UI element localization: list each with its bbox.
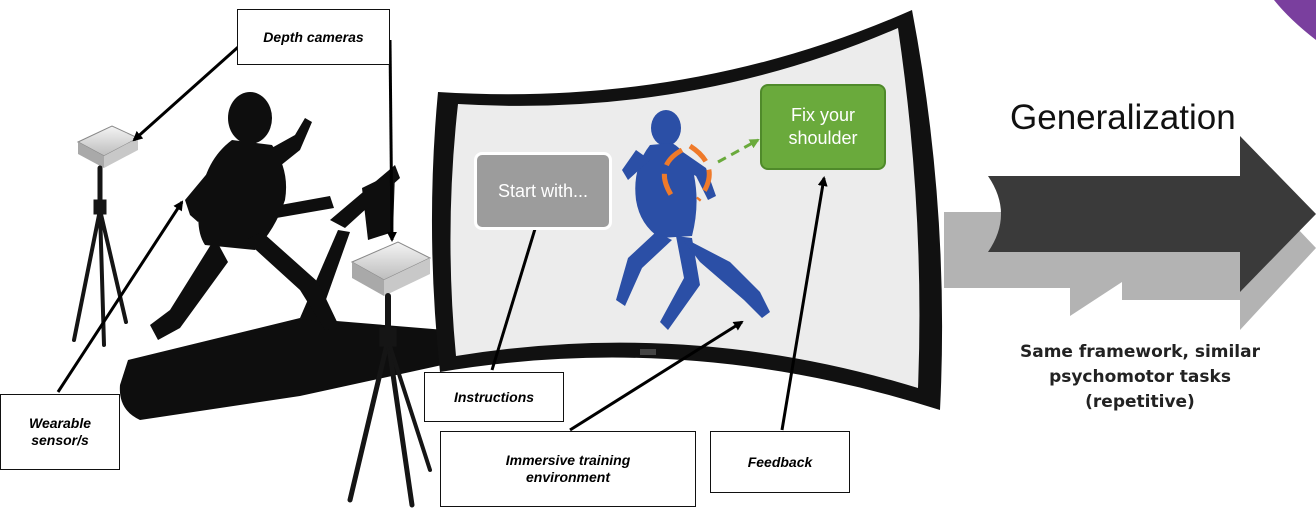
callout-immersive-environment: Immersive training environment — [440, 431, 696, 507]
depth-camera-icon — [76, 125, 140, 168]
callout-feedback-text: Feedback — [747, 453, 813, 470]
depth-camera-icon — [350, 241, 432, 296]
runner-silhouette-icon — [150, 92, 340, 340]
callout-immersive-line1: Immersive training — [505, 452, 631, 468]
callout-wearable-sensors: Wearable sensor/s — [0, 394, 120, 470]
callout-wearable-line2: sensor/s — [31, 432, 89, 448]
callout-feedback: Feedback — [710, 431, 850, 493]
callout-wearable-line1: Wearable — [29, 415, 91, 431]
generalization-title: Generalization — [1010, 98, 1236, 137]
treadmill-icon — [119, 165, 471, 420]
corner-accent-icon — [1274, 0, 1316, 40]
instruction-card-text: Start with... — [497, 180, 589, 201]
arrow-instructions-to-card — [490, 204, 545, 371]
generalization-arrow-icon — [944, 136, 1316, 330]
instruction-card: Start with... — [474, 152, 612, 230]
callout-depth-cameras-text: Depth cameras — [263, 28, 364, 45]
callout-immersive-line2: environment — [525, 469, 610, 485]
feedback-card-line1: Fix your — [790, 105, 855, 125]
tripod-icon — [72, 165, 128, 347]
arrow-depth-to-left-camera — [132, 38, 247, 142]
feedback-card-line2: shoulder — [788, 128, 858, 148]
callout-instructions: Instructions — [424, 372, 564, 422]
arrow-environment-to-screen — [569, 320, 744, 432]
feedback-card: Fix your shoulder — [760, 84, 886, 170]
arrow-wearable-to-runner — [56, 200, 184, 393]
callout-depth-cameras: Depth cameras — [237, 9, 390, 65]
generalization-desc-line1: Same framework, similar — [1020, 342, 1260, 362]
shoulder-arc-icon — [661, 143, 712, 204]
generalization-desc-line2: psychomotor tasks — [1049, 367, 1231, 387]
generalization-description: Same framework, similar psychomotor task… — [990, 340, 1290, 415]
arrow-depth-to-right-camera — [386, 39, 397, 242]
generalization-desc-line3: (repetitive) — [1085, 392, 1195, 412]
tripod-icon — [347, 293, 432, 508]
arrow-feedback-to-card — [780, 176, 828, 431]
callout-instructions-text: Instructions — [453, 388, 535, 405]
feedback-pointer-arrow — [717, 138, 760, 164]
